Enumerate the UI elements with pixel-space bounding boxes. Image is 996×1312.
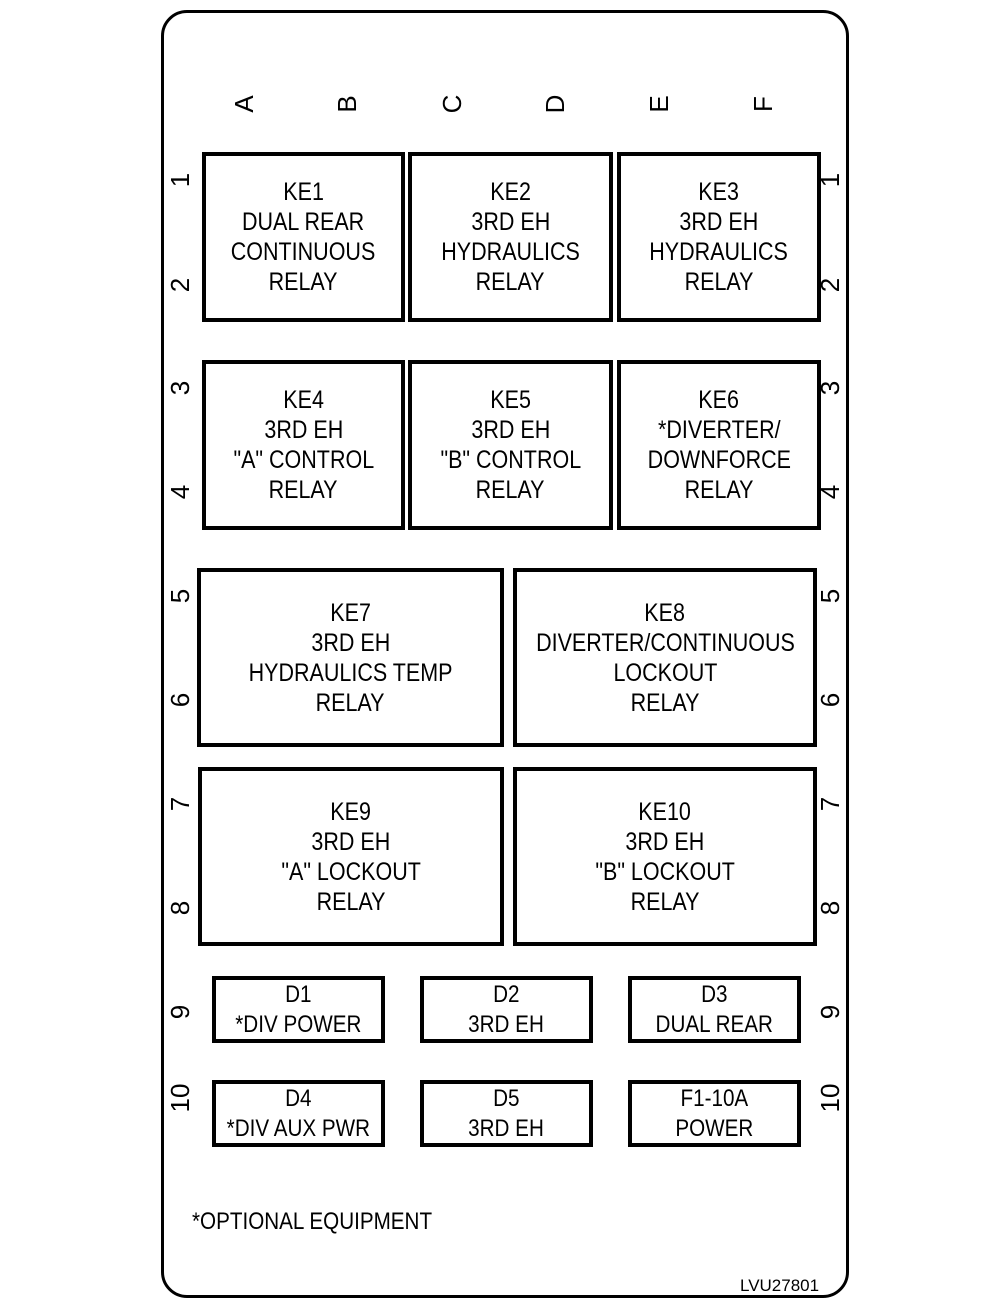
relay-desc-line: 3RD EH (264, 416, 343, 444)
row-label-left-6: 6 (165, 692, 195, 708)
relay-ke2: KE2 3RD EH HYDRAULICS RELAY (408, 152, 613, 322)
relay-desc-line: RELAY (630, 688, 700, 717)
row-label-left-4: 4 (165, 484, 195, 500)
row-label-right-5: 5 (815, 588, 845, 604)
relay-desc-line: RELAY (269, 268, 338, 296)
relay-desc-line: CONTINUOUS (231, 238, 376, 266)
relay-desc-line: RELAY (476, 476, 545, 504)
fuse-relay-panel (161, 10, 849, 1298)
relay-desc-line: "A" CONTROL (233, 446, 374, 474)
row-label-left-3: 3 (165, 380, 195, 396)
relay-ke8: KE8 DIVERTER/CONTINUOUS LOCKOUT RELAY (513, 568, 817, 747)
column-label-a: A (229, 95, 259, 113)
row-label-right-6: 6 (815, 692, 845, 708)
relay-id: KE10 (638, 797, 692, 826)
component-desc: *DIV AUX PWR (226, 1114, 371, 1142)
relay-id: KE7 (330, 598, 371, 627)
row-label-right-10: 10 (815, 1083, 845, 1113)
relay-desc-line: "B" LOCKOUT (595, 857, 735, 886)
relay-id: KE4 (283, 386, 324, 414)
row-label-right-8: 8 (815, 900, 845, 916)
relay-desc-line: RELAY (476, 268, 545, 296)
relay-desc-line: RELAY (316, 887, 386, 916)
relay-ke7: KE7 3RD EH HYDRAULICS TEMP RELAY (197, 568, 504, 747)
column-label-c: C (437, 94, 467, 114)
relay-desc-line: 3RD EH (625, 827, 705, 856)
row-label-left-8: 8 (165, 900, 195, 916)
relay-id: KE6 (698, 386, 740, 414)
relay-desc-line: RELAY (684, 476, 754, 504)
relay-id: KE1 (283, 178, 324, 206)
column-label-e: E (644, 95, 674, 113)
component-id: D1 (285, 980, 312, 1008)
row-label-right-2: 2 (815, 277, 845, 293)
fuse-f1: F1-10A POWER (628, 1080, 801, 1147)
component-desc: POWER (675, 1114, 754, 1142)
relay-desc-line: RELAY (316, 688, 385, 717)
relay-ke6: KE6 *DIVERTER/ DOWNFORCE RELAY (617, 360, 821, 530)
relay-desc-line: DOWNFORCE (647, 446, 791, 474)
row-label-right-4: 4 (815, 484, 845, 500)
relay-desc-line: HYDRAULICS TEMP (248, 658, 453, 687)
row-label-right-9: 9 (815, 1004, 845, 1020)
relay-id: KE8 (644, 598, 686, 627)
reference-id: LVU27801 (740, 1276, 820, 1295)
row-label-right-1: 1 (815, 172, 845, 188)
diode-d5: D5 3RD EH (420, 1080, 593, 1147)
row-label-left-9: 9 (165, 1004, 195, 1020)
relay-desc-line: "A" LOCKOUT (281, 857, 421, 886)
column-label-d: D (540, 94, 570, 114)
component-id: D4 (285, 1084, 312, 1112)
row-label-left-2: 2 (165, 277, 195, 293)
component-id: F1-10A (680, 1084, 749, 1112)
relay-ke1: KE1 DUAL REAR CONTINUOUS RELAY (202, 152, 405, 322)
row-label-left-7: 7 (165, 796, 195, 812)
relay-desc-line: LOCKOUT (613, 658, 717, 687)
relay-desc-line: RELAY (269, 476, 338, 504)
relay-desc-line: *DIVERTER/ (657, 416, 781, 444)
relay-id: KE9 (330, 797, 372, 826)
diode-d4: D4 *DIV AUX PWR (212, 1080, 385, 1147)
column-label-f: F (748, 96, 778, 112)
relay-id: KE5 (490, 386, 531, 414)
relay-desc-line: 3RD EH (471, 208, 550, 236)
relay-desc-line: DIVERTER/CONTINUOUS (535, 628, 795, 657)
relay-ke9: KE9 3RD EH "A" LOCKOUT RELAY (198, 767, 504, 946)
relay-desc-line: DUAL REAR (242, 208, 365, 236)
component-id: D3 (701, 980, 728, 1008)
relay-ke3: KE3 3RD EH HYDRAULICS RELAY (617, 152, 821, 322)
optional-equipment-note: *OPTIONAL EQUIPMENT (192, 1208, 433, 1235)
column-label-b: B (332, 95, 362, 113)
row-label-right-3: 3 (815, 380, 845, 396)
row-label-left-10: 10 (165, 1083, 195, 1113)
relay-desc-line: "B" CONTROL (440, 446, 581, 474)
relay-desc-line: HYDRAULICS (649, 238, 789, 266)
relay-desc-line: RELAY (630, 887, 700, 916)
relay-desc-line: 3RD EH (311, 827, 391, 856)
component-desc: DUAL REAR (655, 1010, 774, 1038)
row-label-right-7: 7 (815, 796, 845, 812)
relay-id: KE3 (698, 178, 740, 206)
component-desc: *DIV POWER (235, 1010, 362, 1038)
relay-desc-line: 3RD EH (679, 208, 759, 236)
row-label-left-5: 5 (165, 588, 195, 604)
row-label-left-1: 1 (165, 172, 195, 188)
diode-d2: D2 3RD EH (420, 976, 593, 1043)
component-desc: 3RD EH (468, 1010, 545, 1038)
relay-desc-line: RELAY (684, 268, 754, 296)
relay-ke4: KE4 3RD EH "A" CONTROL RELAY (202, 360, 405, 530)
relay-desc-line: 3RD EH (471, 416, 550, 444)
relay-ke10: KE10 3RD EH "B" LOCKOUT RELAY (513, 767, 817, 946)
relay-id: KE2 (490, 178, 531, 206)
relay-desc-line: HYDRAULICS (441, 238, 580, 266)
component-desc: 3RD EH (468, 1114, 545, 1142)
component-id: D2 (493, 980, 520, 1008)
relay-desc-line: 3RD EH (311, 628, 390, 657)
component-id: D5 (493, 1084, 520, 1112)
diode-d3: D3 DUAL REAR (628, 976, 801, 1043)
diode-d1: D1 *DIV POWER (212, 976, 385, 1043)
relay-ke5: KE5 3RD EH "B" CONTROL RELAY (408, 360, 613, 530)
